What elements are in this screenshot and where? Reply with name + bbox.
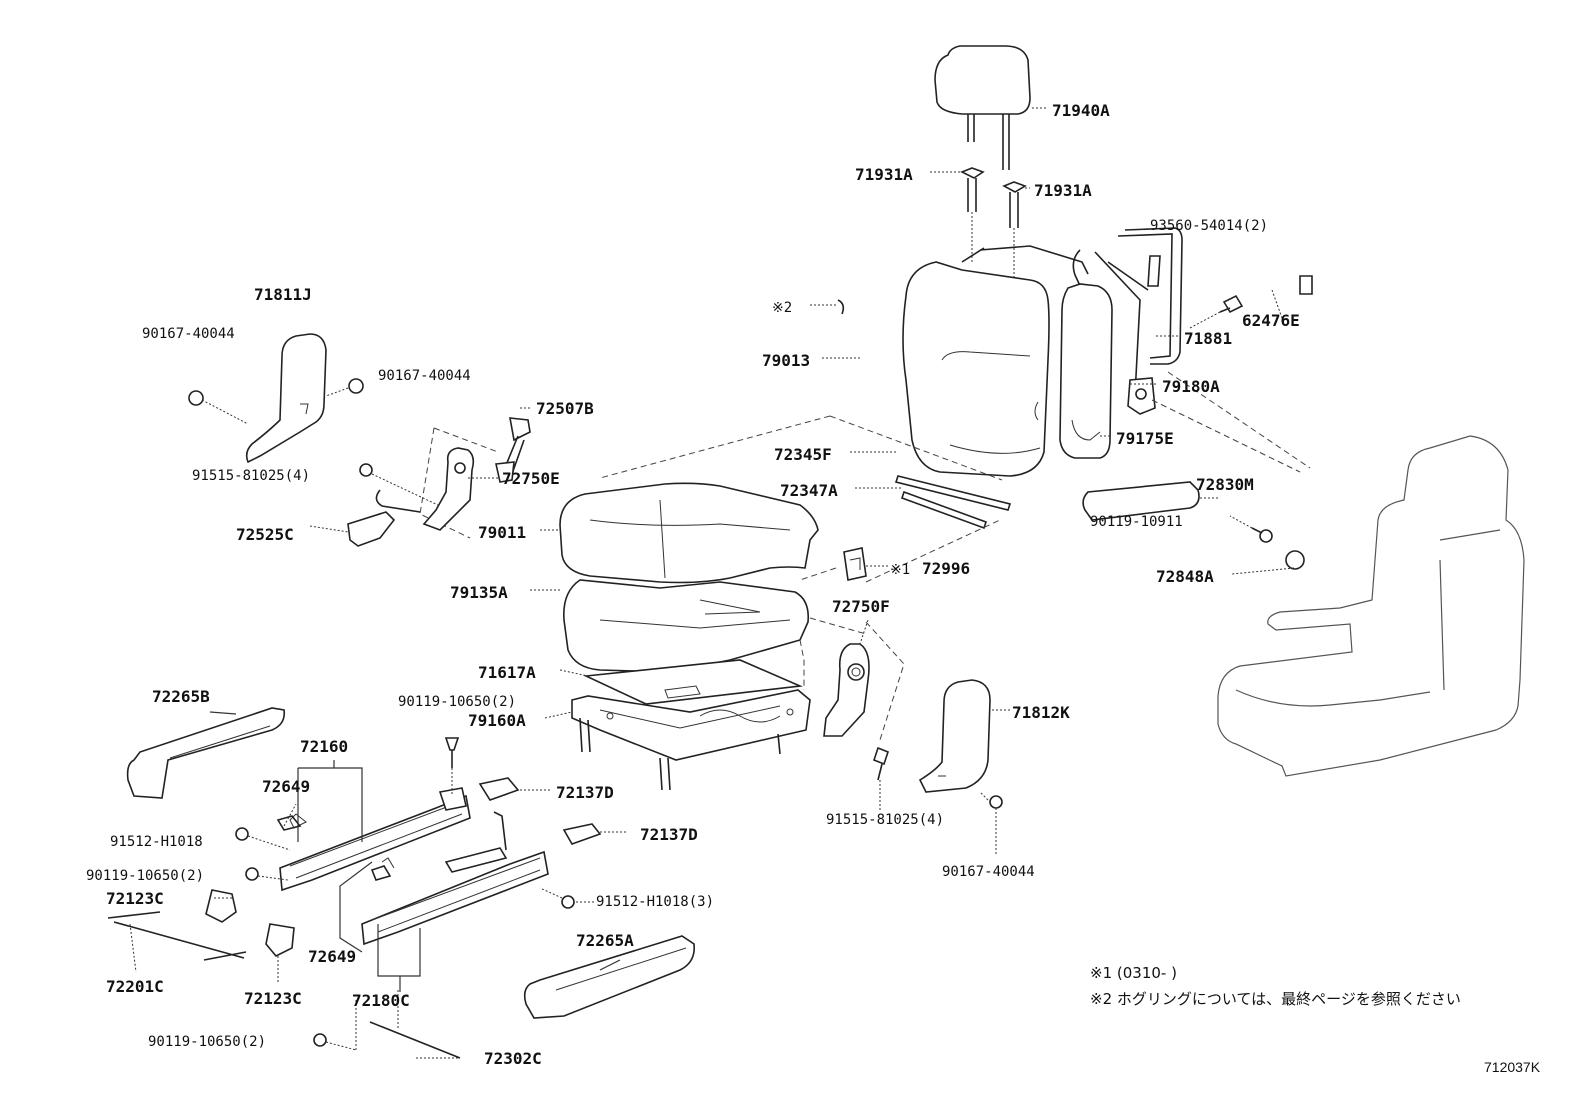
part-label[interactable]: 72123C <box>244 989 302 1008</box>
recliner-72750f-drawing <box>809 617 905 781</box>
part-label[interactable]: 90167-40044 <box>142 326 235 342</box>
note1-marker: ※1 <box>890 562 910 578</box>
complete-seat-ghost-drawing <box>1217 435 1525 777</box>
part-label[interactable]: 72347A <box>780 481 838 500</box>
rod-drawing <box>894 475 1012 530</box>
footnote-1: ※1 (0310- ) <box>1090 964 1177 982</box>
part-label[interactable]: 72137D <box>556 783 614 802</box>
part-label[interactable]: 72525C <box>236 525 294 544</box>
seatback-frame-lines <box>599 371 1311 481</box>
part-label[interactable]: 72848A <box>1156 567 1214 586</box>
part-label[interactable]: 79180A <box>1162 377 1220 396</box>
cover-72525c-drawing <box>347 511 396 547</box>
part-label[interactable]: 79135A <box>450 583 508 602</box>
part-label[interactable]: 90119-10650(2) <box>86 868 204 884</box>
part-label[interactable]: 79160A <box>468 711 526 730</box>
part-label[interactable]: 79011 <box>478 523 526 542</box>
wire-72201c-drawing <box>107 911 247 961</box>
recliner-72750e-drawing <box>359 417 531 539</box>
part-label[interactable]: 72750F <box>832 597 890 616</box>
pad-71617a-drawing <box>583 639 805 705</box>
part-label[interactable]: 72180C <box>352 991 410 1010</box>
part-label[interactable]: 72302C <box>484 1049 542 1068</box>
part-label[interactable]: 90167-40044 <box>378 368 471 384</box>
part-label[interactable]: 72160 <box>300 737 348 756</box>
part-label[interactable]: 90119-10911 <box>1090 514 1183 530</box>
part-label[interactable]: 72996 <box>922 559 970 578</box>
cap-drawing <box>1299 275 1313 295</box>
seat-frame-drawing <box>571 689 811 791</box>
track-cover-72137d-drawing <box>478 777 602 845</box>
seat-cushion-drawing <box>559 482 819 673</box>
part-label[interactable]: 71931A <box>1034 181 1092 200</box>
part-label[interactable]: 72507B <box>536 399 594 418</box>
part-label[interactable]: 71931A <box>855 165 913 184</box>
track-cover-72123c-drawing <box>205 889 295 957</box>
seat-tracks-drawing <box>279 787 549 946</box>
part-label[interactable]: 90167-40044 <box>942 864 1035 880</box>
side-cover-71812k-drawing <box>918 679 1003 809</box>
footnote-2: ※2 ホグリングについては、最終ページを参照ください <box>1090 990 1461 1008</box>
note2-marker: ※2 <box>772 300 792 316</box>
part-label[interactable]: 62476E <box>1242 311 1300 330</box>
part-label[interactable]: 72265A <box>576 931 634 950</box>
rail-cover-72265a-drawing <box>523 935 696 1019</box>
part-label[interactable]: 71940A <box>1052 101 1110 120</box>
part-label[interactable]: 91515-81025(4) <box>826 812 944 828</box>
part-label[interactable]: 72345F <box>774 445 832 464</box>
bolt-93560-drawing <box>1189 294 1244 329</box>
part-label[interactable]: 72123C <box>106 889 164 908</box>
headrest-guide-drawing <box>960 167 1027 282</box>
footnotes: ※1 (0310- ) ※2 ホグリングについては、最終ページを参照ください <box>1090 964 1461 1008</box>
armrest-72830m-drawing <box>1082 481 1218 521</box>
seatback-drawing <box>902 227 1183 477</box>
part-label[interactable]: 90119-10650(2) <box>398 694 516 710</box>
part-labels: 71940A 71931A 71931A 93560-54014(2) 6247… <box>86 101 1300 1068</box>
part-label[interactable]: 72649 <box>308 947 356 966</box>
bolt-90119-10911-drawing <box>1229 515 1305 570</box>
bracket-lines <box>297 760 421 992</box>
hog-ring-marker <box>837 299 845 315</box>
part-label[interactable]: 72265B <box>152 687 210 706</box>
part-label[interactable]: 90119-10650(2) <box>148 1034 266 1050</box>
diagram-id: 712037K <box>1484 1059 1541 1075</box>
latch-72996-drawing <box>799 519 1001 583</box>
part-label[interactable]: 79175E <box>1116 429 1174 448</box>
headrest-drawing <box>934 45 1031 170</box>
part-label[interactable]: 93560-54014(2) <box>1150 218 1268 234</box>
part-label[interactable]: 71811J <box>254 285 312 304</box>
cable-72302c-drawing <box>355 990 461 1059</box>
part-label[interactable]: 72750E <box>502 469 560 488</box>
part-label[interactable]: 71881 <box>1184 329 1232 348</box>
part-label[interactable]: 72201C <box>106 977 164 996</box>
track-bolts-drawing <box>235 737 575 1051</box>
part-label[interactable]: 72649 <box>262 777 310 796</box>
clip-72649-drawing <box>276 815 392 881</box>
part-label[interactable]: 71617A <box>478 663 536 682</box>
part-label[interactable]: 91512-H1018 <box>110 834 203 850</box>
part-label[interactable]: 72830M <box>1196 475 1254 494</box>
rail-cover-72265b-drawing <box>126 707 286 799</box>
part-label[interactable]: 71812K <box>1012 703 1070 722</box>
side-cover-71811j-drawing <box>188 333 364 464</box>
part-label[interactable]: 91512-H1018(3) <box>596 894 714 910</box>
part-label[interactable]: 72137D <box>640 825 698 844</box>
leader-lines <box>129 107 1295 1059</box>
part-label[interactable]: 79013 <box>762 351 810 370</box>
part-label[interactable]: 91515-81025(4) <box>192 468 310 484</box>
